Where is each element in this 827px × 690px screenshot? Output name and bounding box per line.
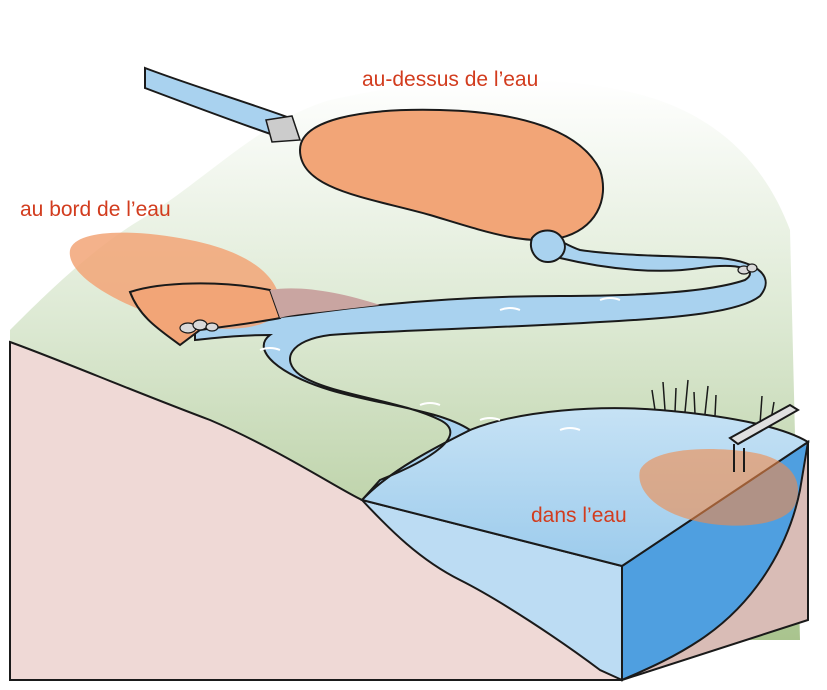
label-above-water: au-dessus de l’eau [362, 68, 538, 92]
pipe-outlet [531, 231, 565, 263]
label-in-water: dans l’eau [531, 504, 627, 528]
label-water-edge: au bord de l’eau [20, 198, 171, 222]
